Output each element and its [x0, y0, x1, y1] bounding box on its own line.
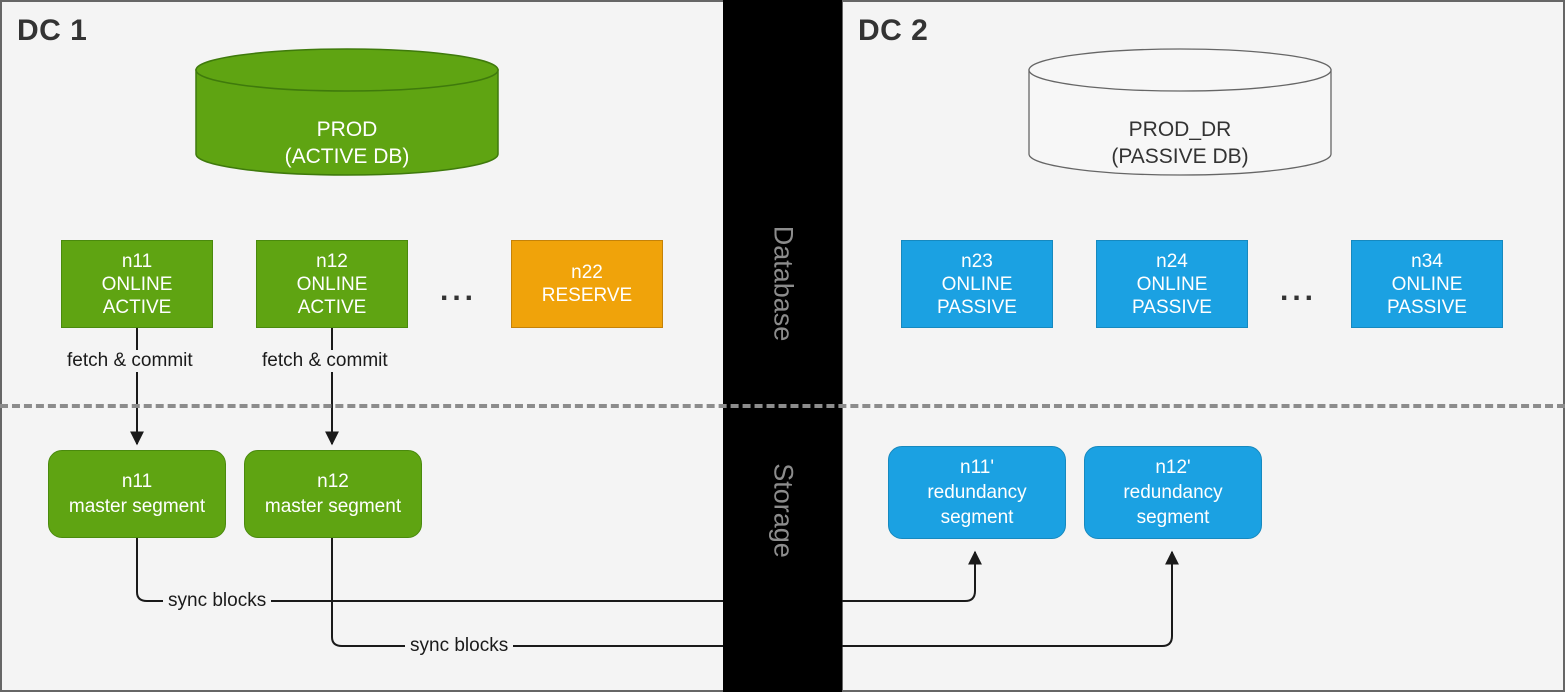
node-n22-state: RESERVE — [541, 285, 633, 306]
segment-n12-kind: master segment — [264, 496, 402, 517]
segment-n12r-kind-line2: segment — [1136, 507, 1210, 528]
node-n12-role: ACTIVE — [297, 296, 367, 318]
cylinder-shape-white — [1028, 48, 1332, 176]
segment-n11-kind: master segment — [68, 496, 206, 517]
tier-label-storage: Storage — [768, 463, 798, 558]
dc1-nodes-ellipsis: ... — [440, 274, 478, 307]
segment-n12-id: n12 — [317, 471, 349, 492]
dc2-nodes-ellipsis: ... — [1280, 274, 1318, 307]
node-n12[interactable]: n12 ONLINE ACTIVE — [256, 240, 408, 328]
edge-label-fetch-commit-n11: fetch & commit — [62, 350, 198, 372]
node-n11-state: ONLINE — [101, 273, 173, 295]
segment-n11r-id: n11' — [960, 457, 994, 478]
segment-n11r-kind-line2: segment — [940, 507, 1014, 528]
segment-n11-id: n11 — [121, 471, 153, 492]
tier-label-database: Database — [768, 225, 798, 342]
node-n23-state: ONLINE — [941, 273, 1013, 295]
node-n34-role: PASSIVE — [1387, 296, 1467, 318]
edge-label-sync-blocks-1: sync blocks — [163, 590, 272, 612]
database-storage-divider — [0, 404, 1565, 408]
prod-dr-database-cylinder: PROD_DR (PASSIVE DB) — [1028, 48, 1332, 176]
edge-label-fetch-commit-n12: fetch & commit — [257, 350, 393, 372]
node-n34[interactable]: n34 ONLINE PASSIVE — [1351, 240, 1503, 328]
node-n24-id: n24 — [1156, 250, 1188, 272]
prod-database-cylinder: PROD (ACTIVE DB) — [195, 48, 499, 176]
node-n22[interactable]: n22 RESERVE — [511, 240, 663, 328]
node-n11[interactable]: n11 ONLINE ACTIVE — [61, 240, 213, 328]
segment-n11r-kind-line1: redundancy — [927, 482, 1027, 503]
dc1-title: DC 1 — [17, 14, 88, 47]
segment-n12-master[interactable]: n12 master segment — [244, 450, 422, 538]
node-n24-role: PASSIVE — [1132, 296, 1212, 318]
node-n24[interactable]: n24 ONLINE PASSIVE — [1096, 240, 1248, 328]
node-n22-id: n22 — [571, 262, 603, 283]
node-n11-role: ACTIVE — [102, 296, 172, 318]
segment-n12r-kind-line1: redundancy — [1123, 482, 1223, 503]
segment-n12-redundancy[interactable]: n12' redundancy segment — [1084, 446, 1262, 539]
node-n24-state: ONLINE — [1136, 273, 1208, 295]
node-n23-id: n23 — [961, 250, 993, 272]
node-n12-state: ONLINE — [296, 273, 368, 295]
node-n12-id: n12 — [316, 250, 348, 272]
dc2-title: DC 2 — [858, 14, 929, 47]
edge-label-sync-blocks-2: sync blocks — [405, 635, 514, 657]
segment-n11-redundancy[interactable]: n11' redundancy segment — [888, 446, 1066, 539]
node-n23[interactable]: n23 ONLINE PASSIVE — [901, 240, 1053, 328]
cylinder-shape-green — [195, 48, 499, 176]
node-n23-role: PASSIVE — [937, 296, 1017, 318]
segment-n12r-id: n12' — [1155, 457, 1191, 478]
node-n34-state: ONLINE — [1391, 273, 1463, 295]
tier-strip: Database Storage — [723, 0, 842, 692]
node-n11-id: n11 — [121, 250, 153, 272]
node-n34-id: n34 — [1411, 250, 1443, 272]
segment-n11-master[interactable]: n11 master segment — [48, 450, 226, 538]
